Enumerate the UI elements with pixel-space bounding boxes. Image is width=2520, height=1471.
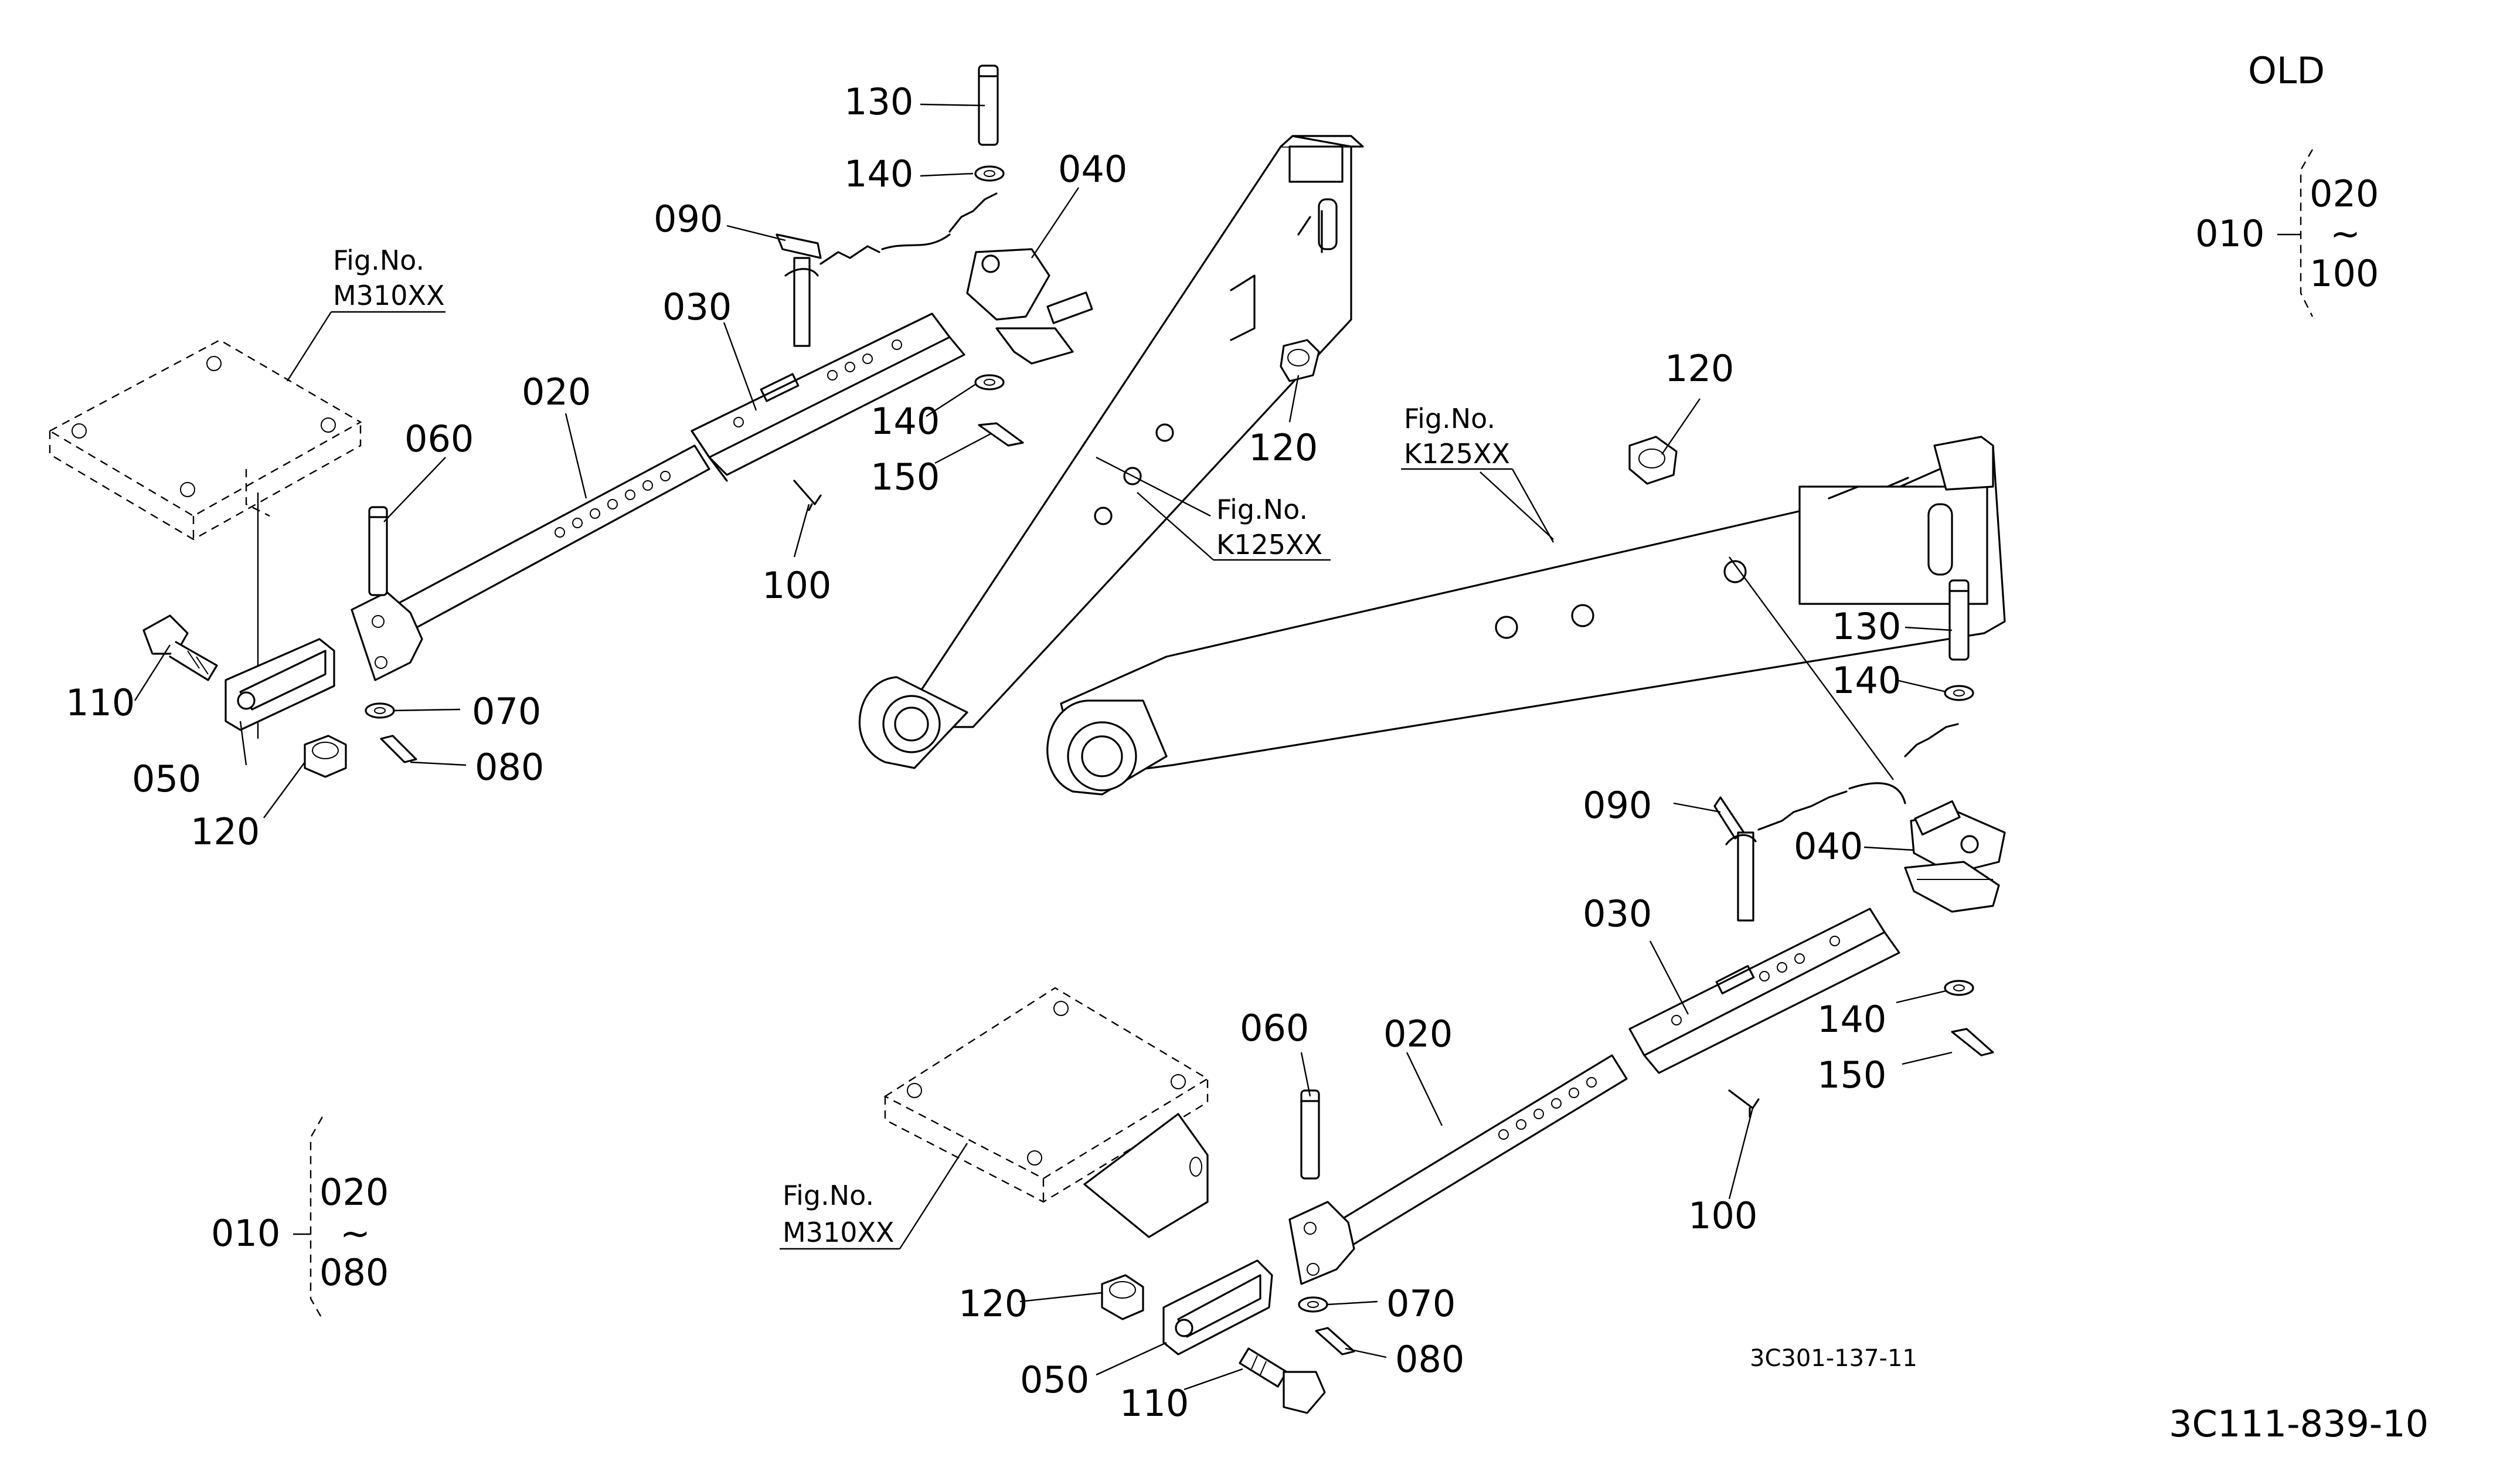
left-cotter-150 [978, 422, 1024, 447]
left-stabilizer-bar-020 [351, 444, 710, 681]
fig-k125-label-arm-right: K125XX [1404, 438, 1510, 470]
figure-references: Fig.No. M310XX Fig.No. K125XX Fig.No. K1… [333, 244, 1510, 1248]
left-turnbuckle-040 [966, 248, 1093, 365]
right-pin-060 [1300, 1089, 1320, 1180]
range-old-start: 010 [2195, 212, 2264, 255]
callout-120-right-upper: 120 [1665, 347, 1734, 390]
callout-040-left: 040 [1058, 148, 1127, 191]
right-stabilizer-sleeve-030 [1628, 908, 1900, 1074]
left-nut-120-lower [304, 735, 347, 778]
callout-080-right: 080 [1395, 1338, 1464, 1381]
fig-m310-label-right: M310XX [783, 1217, 895, 1248]
left-cotter-100 [793, 480, 822, 511]
right-bolt-110 [1239, 1347, 1326, 1414]
callout-020-right: 020 [1383, 1013, 1453, 1055]
left-washers-140 [974, 165, 1005, 390]
callout-130-right: 130 [1832, 605, 1901, 648]
right-cotter-150 [1951, 1028, 1994, 1056]
callout-080-left: 080 [475, 746, 544, 789]
left-pin-060 [368, 506, 388, 596]
callout-070-left: 070 [472, 690, 541, 733]
range-old-to: 100 [2310, 252, 2379, 295]
callout-040-right: 040 [1794, 825, 1863, 868]
range-new-to: 080 [319, 1251, 389, 1294]
callout-120-left-upper: 120 [1249, 426, 1318, 469]
left-pin-090 [776, 192, 998, 347]
callout-labels: 130 140 040 090 030 020 140 150 100 120 … [66, 80, 1901, 1425]
figure-reference-lines [286, 311, 1894, 1250]
range-new-start: 010 [211, 1212, 280, 1255]
left-stabilizer-sleeve-030 [691, 312, 965, 482]
fig-m310-label-left: M310XX [333, 280, 445, 311]
callout-090-right: 090 [1583, 784, 1652, 827]
range-bracket-old: OLD 010 020 ~ 100 [2195, 49, 2379, 317]
callout-030-left: 030 [662, 286, 732, 328]
range-new-from: 020 [319, 1171, 389, 1214]
left-cotter-080 [380, 735, 417, 763]
callout-060-right: 060 [1240, 1007, 1309, 1049]
callout-140-right-lower: 140 [1817, 998, 1886, 1041]
range-bracket-new: 010 020 ~ 080 [211, 1116, 389, 1320]
callout-090-left: 090 [654, 198, 723, 240]
old-label: OLD [2248, 49, 2325, 92]
leader-lines [134, 103, 1953, 1391]
right-washers-140 [1944, 685, 1974, 996]
right-nut-120-upper [1628, 436, 1678, 485]
callout-140-right-upper: 140 [1832, 659, 1901, 702]
right-cotter-100 [1728, 1089, 1760, 1118]
callout-050-left: 050 [132, 757, 201, 800]
right-mounting-plate [883, 987, 1209, 1238]
callout-020-left: 020 [522, 371, 591, 413]
right-turnbuckle-040 [1904, 800, 2006, 913]
right-washer-070 [1298, 1296, 1328, 1313]
left-clevis-050 [225, 638, 335, 731]
range-new-tilde: ~ [340, 1212, 370, 1255]
fig-no-label-arm-right: Fig.No. [1404, 403, 1495, 434]
callout-050-right: 050 [1020, 1358, 1089, 1401]
right-pin-130 [1948, 579, 1970, 661]
callout-130-left: 130 [844, 80, 913, 123]
callout-120-left-lower: 120 [191, 810, 260, 853]
callout-070-right: 070 [1386, 1282, 1455, 1325]
callout-030-right: 030 [1583, 892, 1652, 935]
range-old-from: 020 [2310, 172, 2379, 215]
callout-100-left: 100 [762, 564, 831, 607]
left-nut-120-upper [1280, 339, 1320, 382]
callout-140-left-upper: 140 [844, 152, 913, 195]
right-clevis-050 [1162, 1259, 1273, 1356]
callout-110-right: 110 [1120, 1382, 1189, 1425]
left-lift-arm [858, 135, 1364, 769]
left-bolt-110 [142, 614, 218, 681]
callout-150-right: 150 [1817, 1054, 1886, 1096]
fig-no-label-left: Fig.No. [333, 244, 424, 276]
right-stabilizer-bar-020 [1288, 1054, 1628, 1285]
fig-no-label-right: Fig.No. [783, 1180, 874, 1211]
fig-no-label-arm-left: Fig.No. [1216, 494, 1308, 525]
callout-060-left: 060 [404, 417, 474, 460]
callout-150-left: 150 [870, 456, 940, 498]
drawing-code-main: 3C111-839-10 [2169, 1402, 2429, 1445]
range-old-tilde: ~ [2330, 212, 2361, 255]
fig-k125-label-arm-left: K125XX [1216, 529, 1322, 560]
right-pin-090 [1713, 723, 1959, 922]
right-cotter-080 [1315, 1327, 1355, 1356]
drawing-code-small: 3C301-137-11 [1750, 1345, 1917, 1372]
callout-110-left: 110 [66, 681, 135, 724]
callout-120-right-lower: 120 [958, 1282, 1028, 1325]
left-washer-070 [365, 702, 395, 719]
callout-140-left-lower: 140 [870, 400, 940, 443]
right-nut-120-lower [1101, 1274, 1144, 1320]
callout-100-right: 100 [1688, 1194, 1757, 1237]
